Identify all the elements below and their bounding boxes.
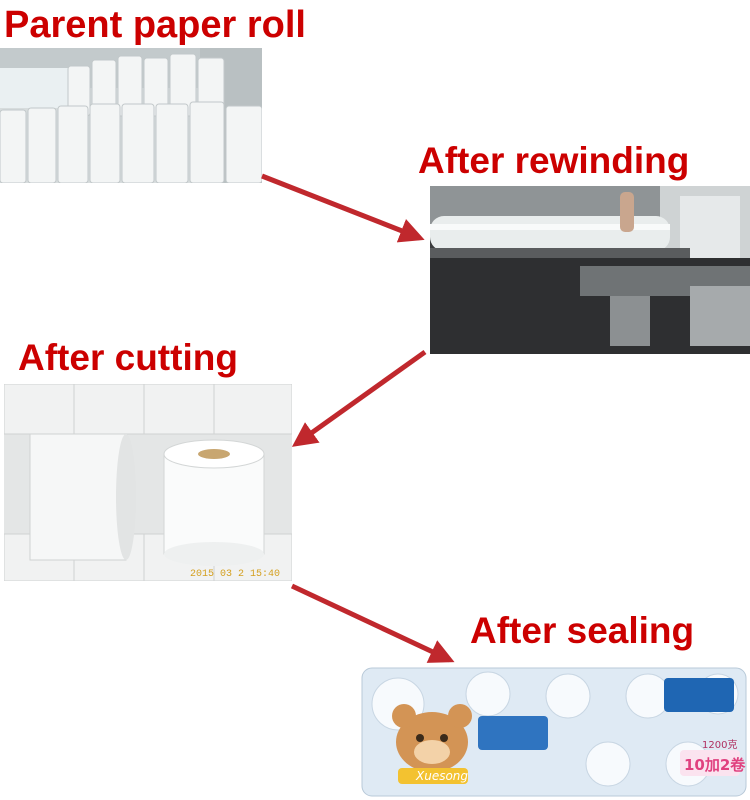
photo-rewinding	[430, 186, 750, 354]
package-sheets: 1200克	[702, 740, 738, 751]
arrow-icon	[291, 349, 427, 447]
step-label-cutting: After cutting	[18, 337, 238, 378]
package-brand-latin: Xuesong	[416, 769, 469, 783]
photo-sealed-package: Xuesong 10加2卷 1200克	[358, 664, 750, 800]
arrow-icon	[261, 173, 425, 243]
step-label-sealing: After sealing	[470, 610, 695, 651]
photo-timestamp: 2015 03 2 15:40	[190, 569, 281, 580]
step-label-parent-roll: Parent paper roll	[4, 4, 306, 46]
photo-cutting: 2015 03 2 15:40	[4, 384, 292, 581]
photo-parent-rolls	[0, 48, 262, 183]
arrow-icon	[290, 583, 455, 663]
package-count: 10加2卷	[684, 756, 746, 774]
step-label-rewinding: After rewinding	[418, 140, 690, 181]
